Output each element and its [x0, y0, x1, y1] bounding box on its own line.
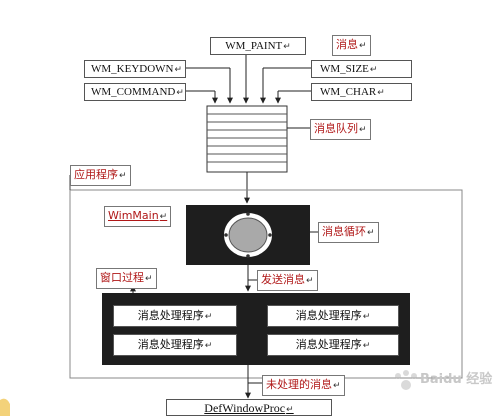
message-loop-label-text: 消息循环	[322, 225, 366, 238]
return-mark: ↵	[204, 312, 213, 322]
wm-command-text: WM_COMMAND	[91, 86, 176, 98]
message-label: 消息↵	[332, 35, 371, 56]
watermark: Baidu 经验	[420, 368, 492, 387]
wm-keydown-text: WM_KEYDOWN	[91, 63, 174, 75]
window-proc-label-text: 窗口过程	[100, 271, 144, 284]
handler-box-2: 消息处理程序↵	[267, 305, 399, 327]
unhandled-label-text: 未处理的消息	[266, 378, 332, 391]
return-mark: ↵	[145, 274, 153, 284]
return-mark: ↵	[362, 341, 371, 351]
return-mark: ↵	[362, 312, 371, 322]
return-mark: ↵	[174, 64, 183, 74]
return-mark: ↵	[377, 87, 385, 97]
corner-mark	[0, 398, 10, 416]
handler-text: 消息处理程序	[295, 309, 362, 322]
wm-char-box: WM_CHAR↵	[311, 83, 412, 101]
wm-command-box: WM_COMMAND↵	[84, 83, 186, 101]
return-mark: ↵	[283, 41, 291, 51]
handler-text: 消息处理程序	[137, 309, 204, 322]
winmain-label: WimMain↵	[104, 206, 172, 227]
handler-box-3: 消息处理程序↵	[113, 334, 237, 356]
return-mark: ↵	[159, 212, 168, 222]
wm-keydown-box: WM_KEYDOWN↵	[84, 60, 186, 78]
return-mark: ↵	[359, 41, 367, 51]
watermark-text: Baidu 经验	[420, 372, 493, 387]
message-label-text: 消息	[336, 38, 358, 51]
handler-text: 消息处理程序	[295, 338, 362, 351]
wm-size-box: WM_SIZE↵	[311, 60, 412, 78]
return-mark: ↵	[176, 87, 184, 97]
application-label-text: 应用程序	[74, 168, 118, 181]
return-mark: ↵	[204, 341, 213, 351]
wm-paint-box: WM_PAINT↵	[210, 37, 306, 55]
return-mark: ↵	[333, 381, 341, 391]
wm-char-text: WM_CHAR	[320, 86, 377, 98]
application-label: 应用程序↵	[70, 165, 131, 186]
return-mark: ↵	[369, 64, 378, 74]
def-window-proc-box: DefWindowProc↵	[166, 399, 332, 416]
wm-paint-text: WM_PAINT	[225, 40, 283, 52]
message-loop-label: 消息循环↵	[318, 222, 379, 243]
handler-text: 消息处理程序	[137, 338, 204, 351]
return-mark: ↵	[286, 404, 294, 414]
def-window-proc-text: DefWindowProc	[204, 401, 286, 415]
window-proc-label: 窗口过程↵	[96, 268, 157, 289]
winmain-label-text: WimMain	[108, 209, 159, 222]
handler-box-4: 消息处理程序↵	[267, 334, 399, 356]
message-queue-label-text: 消息队列	[314, 122, 358, 135]
message-queue-label: 消息队列↵	[310, 119, 371, 140]
return-mark: ↵	[367, 228, 375, 238]
unhandled-label: 未处理的消息↵	[262, 375, 345, 396]
wm-size-text: WM_SIZE	[320, 63, 369, 75]
return-mark: ↵	[119, 171, 127, 181]
message-queue	[206, 105, 288, 173]
dispatch-label-text: 发送消息	[261, 273, 305, 286]
baidu-logo	[395, 370, 417, 390]
return-mark: ↵	[306, 276, 314, 286]
return-mark: ↵	[359, 125, 367, 135]
dispatch-label: 发送消息↵	[257, 270, 318, 291]
handler-box-1: 消息处理程序↵	[113, 305, 237, 327]
message-loop	[186, 205, 310, 265]
